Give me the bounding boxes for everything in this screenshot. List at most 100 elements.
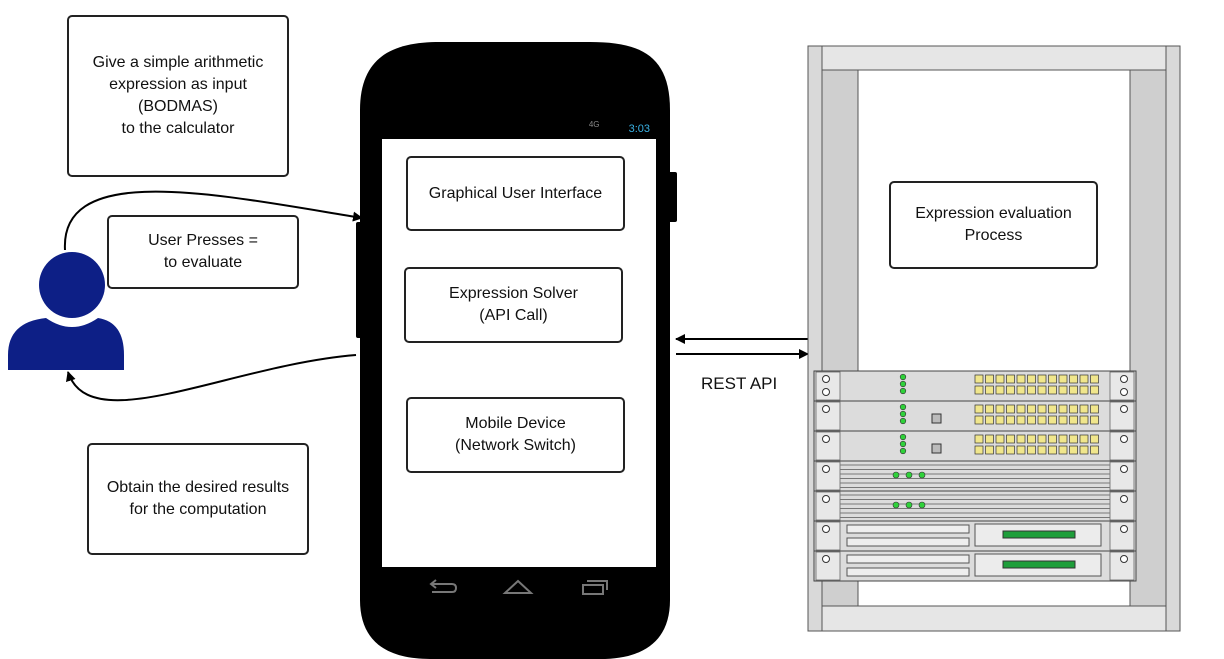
network-port bbox=[1079, 404, 1089, 414]
network-port bbox=[1079, 445, 1089, 455]
rack-screw bbox=[1120, 375, 1128, 383]
network-port bbox=[1048, 445, 1057, 455]
rack-screw bbox=[822, 435, 830, 443]
network-port bbox=[1037, 385, 1047, 395]
network-port bbox=[1027, 404, 1036, 414]
status-led bbox=[918, 501, 926, 509]
rest-api-label: REST API bbox=[701, 374, 778, 393]
network-port bbox=[1079, 434, 1089, 444]
rack-screw bbox=[822, 525, 830, 533]
network-port bbox=[1027, 385, 1036, 395]
status-led bbox=[899, 447, 907, 455]
network-port bbox=[1079, 385, 1089, 395]
network-port bbox=[985, 385, 994, 395]
rack-screw bbox=[1120, 388, 1128, 396]
rack-units bbox=[813, 370, 1137, 582]
network-port bbox=[1069, 434, 1078, 444]
result-note: Obtain the desired results for the compu… bbox=[87, 443, 309, 555]
rack-unit bbox=[813, 490, 1137, 522]
status-led bbox=[892, 471, 900, 479]
network-port bbox=[985, 374, 994, 384]
status-led bbox=[899, 403, 907, 411]
status-time: 3:03 bbox=[628, 123, 650, 135]
network-port bbox=[1027, 434, 1036, 444]
console-port bbox=[931, 413, 942, 424]
network-port bbox=[995, 445, 1005, 455]
network-port bbox=[1058, 404, 1068, 414]
network-port bbox=[974, 434, 984, 444]
drive-bay bbox=[846, 537, 970, 547]
status-led bbox=[918, 471, 926, 479]
network-port bbox=[1016, 434, 1026, 444]
network-port bbox=[1069, 385, 1078, 395]
network-port bbox=[1048, 434, 1057, 444]
rack-screw bbox=[1120, 435, 1128, 443]
network-port bbox=[995, 385, 1005, 395]
network-port bbox=[985, 404, 994, 414]
network-port bbox=[1006, 385, 1015, 395]
rack-ear bbox=[1109, 491, 1135, 521]
network-port bbox=[1006, 415, 1015, 425]
user-icon bbox=[8, 252, 124, 370]
mobile-device-box: Mobile Device (Network Switch) bbox=[406, 397, 625, 473]
status-led bbox=[899, 380, 907, 388]
status-led bbox=[899, 417, 907, 425]
network-port bbox=[985, 434, 994, 444]
input-flow-arrow bbox=[63, 190, 363, 251]
rack-screw bbox=[822, 555, 830, 563]
network-port bbox=[1090, 415, 1099, 425]
rack-screw bbox=[1120, 525, 1128, 533]
gui-box: Graphical User Interface bbox=[406, 156, 625, 231]
network-port bbox=[1069, 404, 1078, 414]
network-port bbox=[1006, 404, 1015, 414]
recents-icon bbox=[582, 580, 608, 595]
console-port bbox=[931, 443, 942, 454]
status-led bbox=[899, 373, 907, 381]
network-port bbox=[1048, 415, 1057, 425]
expression-solver-box: Expression Solver (API Call) bbox=[404, 267, 623, 343]
drive-bay bbox=[846, 554, 970, 564]
network-port bbox=[974, 445, 984, 455]
network-port bbox=[1016, 445, 1026, 455]
home-icon bbox=[502, 579, 534, 594]
network-port bbox=[1037, 404, 1047, 414]
network-port bbox=[995, 404, 1005, 414]
rack-screw bbox=[822, 388, 830, 396]
network-port bbox=[995, 434, 1005, 444]
network-port bbox=[1027, 445, 1036, 455]
rack-screw bbox=[822, 405, 830, 413]
network-port bbox=[974, 415, 984, 425]
rack-screw bbox=[1120, 555, 1128, 563]
input-instruction-note: Give a simple arithmetic expression as i… bbox=[67, 15, 289, 177]
network-port bbox=[1037, 445, 1047, 455]
result-flow-arrow bbox=[66, 354, 357, 402]
network-port bbox=[974, 374, 984, 384]
drive-bay bbox=[846, 567, 970, 577]
rack-screw bbox=[822, 375, 830, 383]
network-port bbox=[995, 415, 1005, 425]
network-port bbox=[1058, 434, 1068, 444]
network-port bbox=[1006, 445, 1015, 455]
network-port bbox=[985, 445, 994, 455]
back-icon bbox=[429, 579, 458, 593]
network-port bbox=[1037, 415, 1047, 425]
network-port bbox=[1069, 415, 1078, 425]
rack-screw bbox=[1120, 465, 1128, 473]
network-port bbox=[1006, 434, 1015, 444]
network-port bbox=[1016, 415, 1026, 425]
evaluation-process-box: Expression evaluation Process bbox=[889, 181, 1098, 269]
rack-screw bbox=[1120, 405, 1128, 413]
network-port bbox=[1090, 404, 1099, 414]
network-port bbox=[1058, 415, 1068, 425]
network-port bbox=[1048, 374, 1057, 384]
network-port bbox=[995, 374, 1005, 384]
network-port bbox=[1090, 434, 1099, 444]
network-port bbox=[1016, 404, 1026, 414]
network-port bbox=[1037, 434, 1047, 444]
status-led bbox=[899, 387, 907, 395]
network-port bbox=[1069, 445, 1078, 455]
rack-screw bbox=[1120, 495, 1128, 503]
rack-screw bbox=[822, 465, 830, 473]
network-port bbox=[1048, 385, 1057, 395]
rack-unit bbox=[813, 460, 1137, 492]
